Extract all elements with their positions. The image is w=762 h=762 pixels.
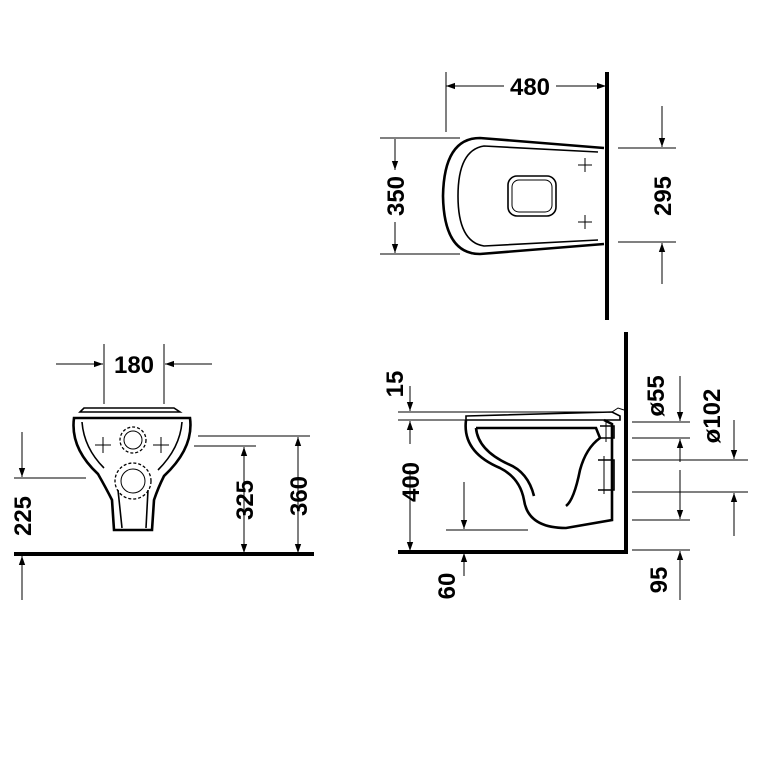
top-view-opening (507, 175, 557, 217)
dim-side-outlet-offset: 60 (434, 573, 461, 600)
dim-front-fixing-height: 325 (232, 480, 259, 520)
front-view-fixing-marks (95, 437, 169, 453)
dim-side-outlet-diameter: ø102 (699, 389, 726, 444)
front-view-outlet (114, 462, 152, 500)
dim-top-width: 480 (510, 74, 550, 101)
dim-front-total-height: 360 (286, 476, 313, 516)
top-view-bowl-inner (457, 145, 599, 247)
side-view: 15 400 60 ø55 ø102 95 (382, 332, 748, 600)
dim-top-depth: 350 (383, 176, 410, 216)
front-view-inlet (119, 426, 147, 454)
dim-front-outlet-height: 225 (10, 496, 37, 536)
top-view-hinge-marks (578, 158, 592, 229)
side-view-inlet-pipe (600, 425, 615, 439)
side-view-outlet-pipe (598, 459, 615, 491)
dim-side-seat-thickness: 15 (382, 371, 409, 398)
side-view-seat (465, 411, 621, 421)
side-view-bowl-outline (464, 418, 614, 530)
dim-side-outlet-height: 95 (646, 567, 673, 594)
top-view-bowl-outline (441, 136, 605, 256)
dim-top-fixing-spacing: 295 (650, 176, 677, 216)
side-view-bowl-inner (474, 426, 602, 508)
front-view-bowl-outline (72, 416, 192, 532)
dim-side-inlet-diameter: ø55 (643, 375, 670, 416)
top-view: 480 350 295 (380, 72, 677, 320)
dim-front-width: 180 (114, 352, 154, 379)
dim-side-height: 400 (398, 462, 425, 502)
front-view: 180 225 325 360 (10, 344, 314, 600)
